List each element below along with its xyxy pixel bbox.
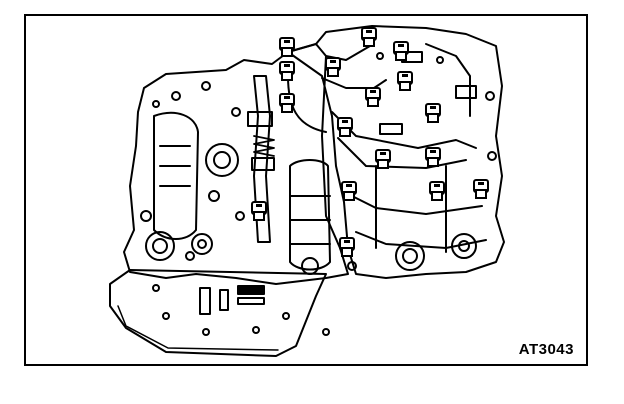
bolt-head — [393, 41, 409, 61]
valve-spring — [253, 135, 275, 157]
central-spool — [289, 159, 331, 271]
bolt-head — [339, 237, 355, 257]
port — [191, 233, 213, 255]
bolt-head — [337, 117, 353, 137]
bolt-head — [425, 103, 441, 123]
bolt-head — [279, 93, 295, 113]
plate-opening — [199, 287, 211, 315]
upper-valve-body — [287, 25, 505, 279]
bolt-head — [375, 149, 391, 169]
upper-channel — [331, 111, 477, 149]
bolt-head — [341, 181, 357, 201]
bolt-head — [361, 27, 377, 47]
bolt-head — [473, 179, 489, 199]
plate-opening — [237, 297, 265, 305]
bolt-head — [365, 87, 381, 107]
bolt-head — [251, 201, 267, 221]
figure-code-label: AT3043 — [518, 341, 574, 358]
port — [140, 210, 152, 222]
port — [395, 241, 425, 271]
port — [451, 233, 477, 259]
bolt-head — [429, 181, 445, 201]
plate-opening — [219, 289, 229, 311]
bolt-group — [251, 27, 489, 257]
figure-frame: AT3043 — [24, 14, 588, 366]
lower-valve-body — [123, 43, 349, 285]
bolt-head — [279, 37, 295, 57]
port — [145, 231, 175, 261]
bolt-head — [325, 57, 341, 77]
bolt-head — [397, 71, 413, 91]
bolt-head — [425, 147, 441, 167]
bolt-head — [279, 61, 295, 81]
valve-body-illustration — [109, 25, 505, 357]
port-large — [205, 143, 239, 177]
separator-plate — [109, 269, 327, 357]
bore-left — [153, 111, 199, 240]
plate-opening — [237, 285, 265, 295]
